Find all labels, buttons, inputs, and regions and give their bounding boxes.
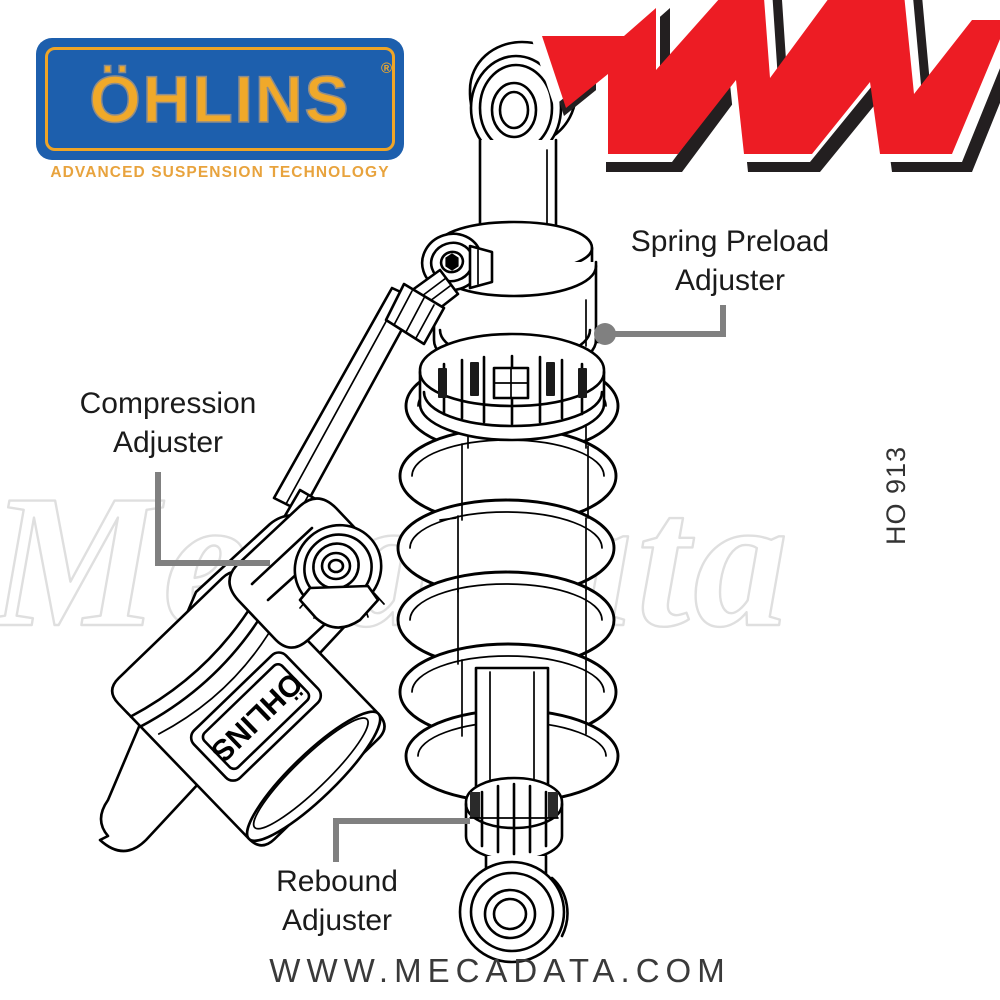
callout-label-compression: Compression Adjuster [79, 387, 257, 459]
leader-compression [155, 472, 270, 566]
rebound-adjuster-knob [464, 776, 564, 862]
footer-website-url: WWW.MECADATA.COM [269, 952, 731, 989]
callout-label-spring-preload: Spring Preload Adjuster [630, 225, 830, 297]
upper-eyelet-bearing [468, 40, 578, 250]
leader-spring-preload [594, 305, 726, 345]
spring-preload-collar [418, 326, 612, 442]
lower-eyelet-bearing [458, 854, 569, 964]
part-code-label: HO 913 [881, 445, 911, 545]
compression-adjuster-knob [293, 523, 385, 629]
reservoir-ohlins-badge: ÖHLINS [189, 651, 323, 782]
ohlins-logo-plate: ÖHLINS ® [36, 38, 404, 160]
ohlins-logo: ÖHLINS ® ADVANCED SUSPENSION TECHNOLOGY [36, 38, 404, 198]
leader-rebound [333, 818, 470, 862]
mecadata-m-logo [520, 0, 1000, 216]
ohlins-tagline: ADVANCED SUSPENSION TECHNOLOGY [50, 164, 390, 181]
ohlins-wordmark: ÖHLINS [89, 61, 351, 137]
ohlins-logo-inner-border [45, 47, 395, 151]
registered-trademark-icon: ® [380, 60, 392, 77]
callout-label-rebound: Rebound Adjuster [276, 865, 398, 937]
